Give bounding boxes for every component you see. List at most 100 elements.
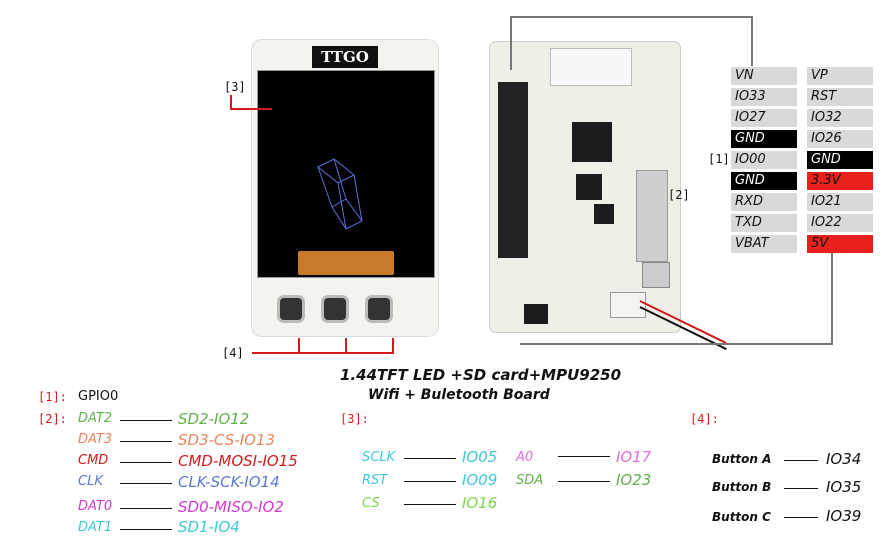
pin-right-6: IO21 [807, 193, 873, 211]
legend-2-signal-0: DAT2 [78, 411, 113, 426]
legend-2-signal-3: CLK [78, 474, 103, 489]
legend-4-signal-1: Button B [712, 480, 772, 494]
legend-3-line-0 [404, 458, 456, 459]
pinout-right-column: VP RST IO32 IO26 GND 3.3V IO21 IO22 5V [807, 67, 873, 257]
mpu9250-chip [576, 174, 602, 200]
ref-4-tick-a [298, 338, 300, 353]
legend-2-signal-2: CMD [78, 453, 109, 468]
legend-4-pin-2: IO39 [826, 507, 862, 525]
pin-left-5: GND [731, 172, 797, 190]
pin-right-2: IO32 [807, 109, 873, 127]
tft-board: TTGO [252, 40, 438, 336]
regulator [524, 304, 548, 324]
legend-2-pin-3: CLK-SCK-IO14 [178, 473, 280, 491]
pin-right-7: IO22 [807, 214, 873, 232]
legend-2-pin-0: SD2-IO12 [178, 410, 250, 428]
legend-3: SCLK IO05 RST IO09 CS IO16 A0 IO17 SDA I… [362, 448, 662, 518]
pin-header [498, 82, 528, 258]
legend-2-line-0 [120, 420, 172, 421]
pin-left-6: RXD [731, 193, 797, 211]
ref-4-tick-c [392, 338, 394, 353]
legend-2-line-5 [120, 529, 172, 530]
legend-2-line-4 [120, 508, 172, 509]
ref-3-line-h [230, 108, 272, 110]
main-board [490, 42, 680, 332]
legend-2-pin-5: SD1-IO4 [178, 518, 240, 536]
connector-bot-h [520, 343, 833, 345]
legend-4-pin-1: IO35 [826, 478, 862, 496]
board-title-line2: Wifi + Buletooth Board [368, 387, 550, 403]
esp32-chip [572, 122, 612, 162]
legend-3-signal-4: SDA [516, 473, 544, 488]
legend-2-line-3 [120, 483, 172, 484]
pin-left-1: IO33 [731, 88, 797, 106]
ref-4-tick-b [345, 338, 347, 353]
legend-3-line-1 [404, 481, 456, 482]
legend-3-signal-3: A0 [516, 450, 534, 465]
pin-left-8: VBAT [731, 235, 797, 253]
legend-2-signal-5: DAT1 [78, 520, 113, 535]
antenna-module [550, 48, 632, 86]
connector-bot-v1 [831, 252, 833, 344]
legend-3-signal-1: RST [362, 473, 388, 488]
legend-3-pin-1: IO09 [462, 471, 498, 489]
board-title-line1: 1.44TFT LED +SD card+MPU9250 [340, 366, 622, 384]
connector-top-h [510, 16, 752, 18]
legend-1-text: GPIO0 [78, 389, 119, 404]
usb-port [642, 262, 670, 288]
pin-right-0: VP [807, 67, 873, 85]
legend-3-signal-0: SCLK [362, 450, 396, 465]
small-chip [594, 204, 614, 224]
ref-1-label: [1] [708, 152, 730, 166]
button-b[interactable] [324, 298, 346, 320]
legend-2-signal-1: DAT3 [78, 432, 113, 447]
battery-connector [610, 292, 646, 318]
pin-left-2: IO27 [731, 109, 797, 127]
legend-3-line-2 [404, 504, 456, 505]
ref-3-line-v [230, 95, 232, 109]
legend-3-pin-2: IO16 [462, 494, 498, 512]
pin-right-5: 3.3V [807, 172, 873, 190]
legend-3-line-4 [558, 481, 610, 482]
legend-3-pin-4: IO23 [616, 471, 652, 489]
legend-3-pin-3: IO17 [616, 448, 652, 466]
legend-2-signal-4: DAT0 [78, 499, 113, 514]
pin-right-1: RST [807, 88, 873, 106]
legend-3-signal-2: CS [362, 496, 380, 511]
pin-left-4: IO00 [731, 151, 797, 169]
legend-3-pin-0: IO05 [462, 448, 498, 466]
legend-2-pin-2: CMD-MOSI-IO15 [178, 452, 298, 470]
pin-right-4: GND [807, 151, 873, 169]
connector-top-v1 [510, 16, 512, 70]
button-a[interactable] [280, 298, 302, 320]
tft-screen [257, 70, 435, 278]
pin-left-7: TXD [731, 214, 797, 232]
legend-2-line-2 [120, 462, 172, 463]
ref-2-label: [2] [668, 188, 690, 202]
legend-4: Button A IO34 Button B IO35 Button C IO3… [712, 450, 882, 530]
legend-3-line-3 [558, 456, 610, 457]
pinout-left-column: VN IO33 IO27 GND IO00 GND RXD TXD VBAT [731, 67, 797, 257]
pin-right-3: IO26 [807, 130, 873, 148]
legend-4-pin-0: IO34 [826, 450, 862, 468]
legend-3-tag: [3]: [340, 412, 369, 426]
pin-left-0: VN [731, 67, 797, 85]
legend-4-signal-0: Button A [712, 452, 772, 466]
button-c[interactable] [368, 298, 390, 320]
pin-left-3: GND [731, 130, 797, 148]
connector-top-v2 [751, 16, 753, 66]
ref-4-label: [4] [222, 346, 244, 360]
legend-4-line-0 [784, 460, 818, 461]
flex-cable [298, 251, 394, 275]
legend-4-line-1 [784, 488, 818, 489]
pin-right-8: 5V [807, 235, 873, 253]
ref-3-label: [3] [224, 80, 246, 94]
legend-2-tag: [2]: [38, 412, 67, 426]
ref-4-line [252, 352, 394, 354]
sd-slot [636, 170, 668, 262]
legend-4-signal-2: Button C [712, 510, 771, 524]
legend-2-pin-1: SD3-CS-IO13 [178, 431, 276, 449]
legend-4-line-2 [784, 517, 818, 518]
screen-brand-plate: TTGO [312, 46, 378, 68]
cube-wireframe [317, 158, 363, 230]
